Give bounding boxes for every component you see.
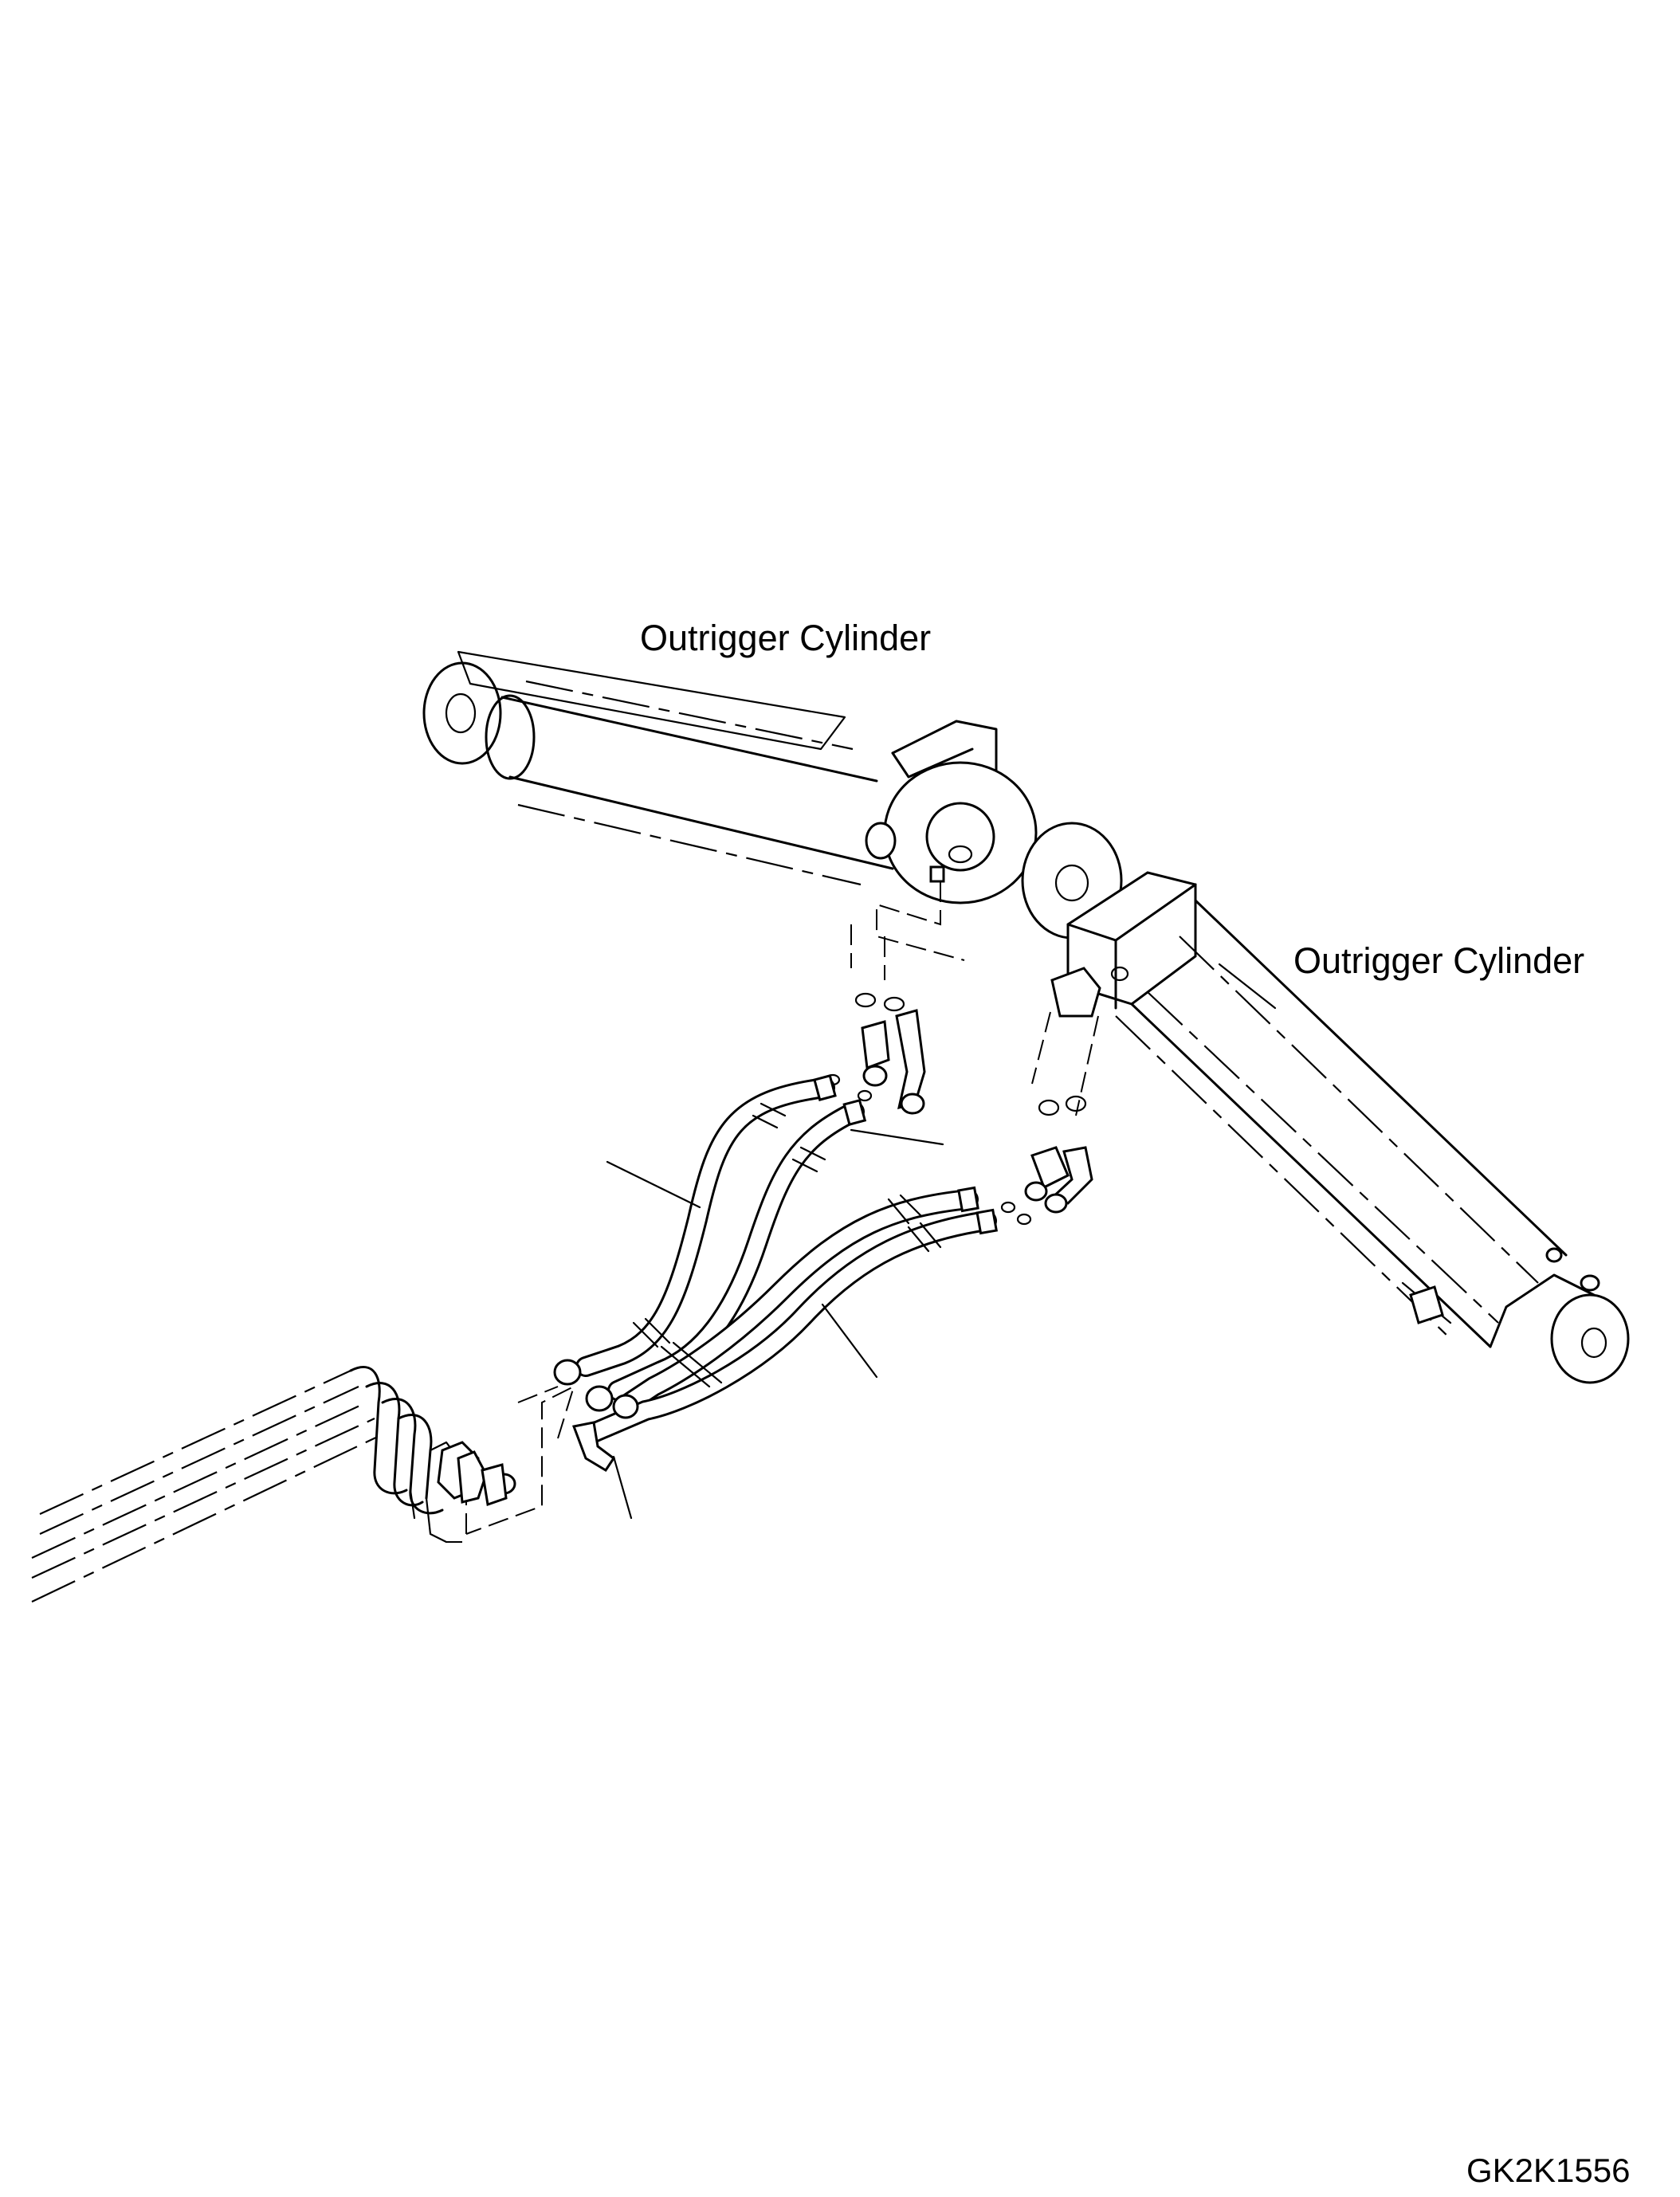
lower-cylinder-label: Outrigger Cylinder xyxy=(1293,940,1585,981)
callout-leaders xyxy=(606,1128,944,1520)
fittings xyxy=(825,992,1093,1226)
upper-cylinder-label: Outrigger Cylinder xyxy=(640,618,932,658)
hydraulic-hoses xyxy=(553,1074,999,1473)
upper-outrigger-cylinder xyxy=(422,650,1038,904)
drawing-code: GK2K1556 xyxy=(1466,2152,1631,2189)
steel-pipe-bundle xyxy=(31,1366,516,1603)
connection-lines xyxy=(465,881,1099,1535)
lower-outrigger-cylinder xyxy=(1021,822,1630,1384)
